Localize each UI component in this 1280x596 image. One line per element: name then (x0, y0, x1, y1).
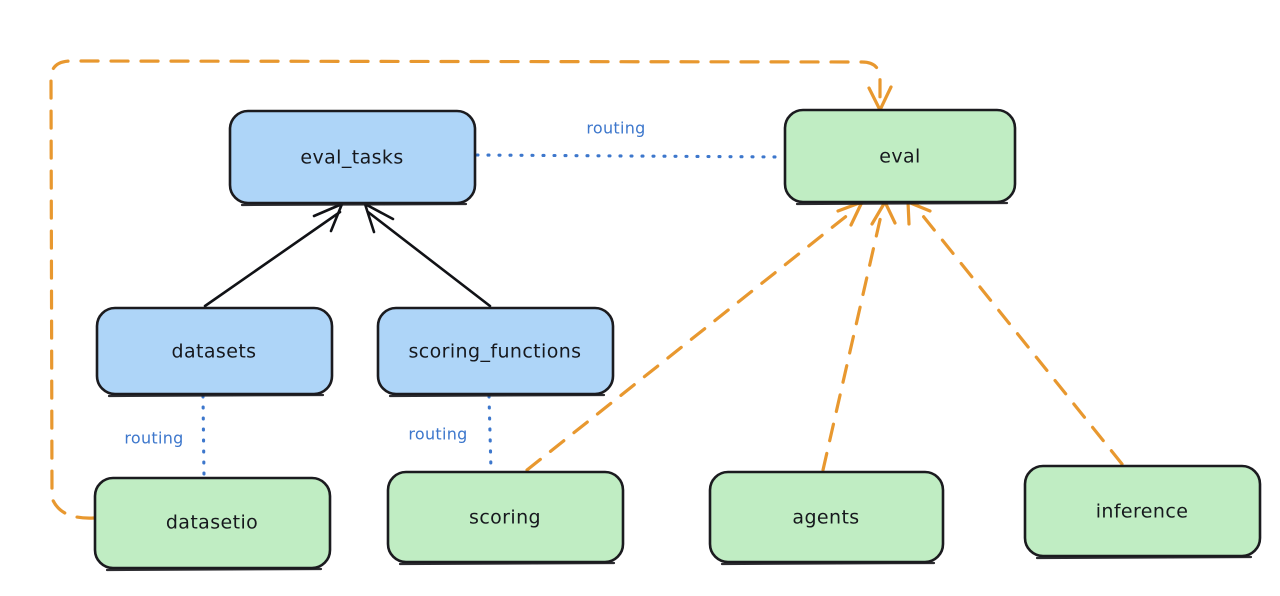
edge-inference-to-eval-line (917, 209, 1124, 466)
node-eval[interactable]: eval (783, 108, 1017, 206)
node-inference[interactable]: inference (1023, 464, 1262, 560)
node-eval_tasks[interactable]: eval_tasks (228, 109, 477, 207)
node-scoring_functions-label: scoring_functions (409, 341, 582, 363)
edge-label-eval_tasks-routing: routing (586, 119, 645, 138)
edge-label-scoring_functions-routing: routing (408, 425, 467, 444)
edge-scoring_functions-to-scoring-line (487, 394, 493, 472)
edge-scoring_functions-to-eval_tasks-line (366, 210, 492, 308)
node-inference-box (1023, 464, 1262, 558)
edge-datasetio-to-eval-line (49, 59, 882, 520)
edge-inference-to-eval[interactable] (906, 200, 1124, 466)
node-scoring[interactable]: scoring (386, 470, 625, 566)
node-eval_tasks-box (228, 109, 477, 205)
edge-scoring_functions-to-scoring[interactable]: routing (408, 394, 493, 472)
edge-scoring-to-eval-line (525, 208, 856, 472)
node-agents-label: agents (792, 507, 859, 529)
solid-edges-group (203, 202, 492, 308)
node-inference-label: inference (1096, 501, 1189, 523)
edge-agents-to-eval-arrowhead (870, 200, 897, 226)
node-scoring_functions-box (376, 306, 615, 396)
node-datasets-label: datasets (172, 341, 257, 363)
edge-datasets-to-eval_tasks[interactable] (203, 202, 344, 308)
edge-agents-to-eval-line (821, 209, 884, 472)
node-agents[interactable]: agents (708, 470, 945, 566)
node-eval-box (783, 108, 1017, 204)
edge-agents-to-eval[interactable] (821, 200, 897, 472)
node-eval-label: eval (879, 146, 920, 168)
nodes-group: eval_tasks eval datasets scoring_functio… (93, 108, 1262, 572)
node-scoring_functions[interactable]: scoring_functions (376, 306, 615, 398)
routing-edges-group: routing routing routing (124, 119, 785, 478)
edge-scoring_functions-to-eval_tasks[interactable] (363, 202, 492, 308)
edge-label-datasets-routing: routing (124, 429, 183, 448)
edge-datasets-to-datasetio[interactable]: routing (124, 394, 206, 478)
node-datasets-box (95, 306, 334, 396)
edge-eval_tasks-to-eval[interactable]: routing (475, 119, 785, 159)
edge-datasets-to-eval_tasks-line (203, 210, 342, 308)
node-scoring-label: scoring (469, 507, 541, 529)
edge-datasets-to-datasetio-line (201, 394, 206, 478)
node-datasetio[interactable]: datasetio (93, 476, 332, 572)
node-scoring-box (386, 470, 625, 564)
node-agents-box (708, 470, 945, 564)
node-datasetio-box (93, 476, 332, 570)
node-datasetio-label: datasetio (166, 512, 258, 534)
edge-eval_tasks-to-eval-line (475, 153, 785, 159)
dependency-edges-group (49, 59, 1124, 520)
node-datasets[interactable]: datasets (95, 306, 334, 398)
node-eval_tasks-label: eval_tasks (300, 147, 403, 169)
